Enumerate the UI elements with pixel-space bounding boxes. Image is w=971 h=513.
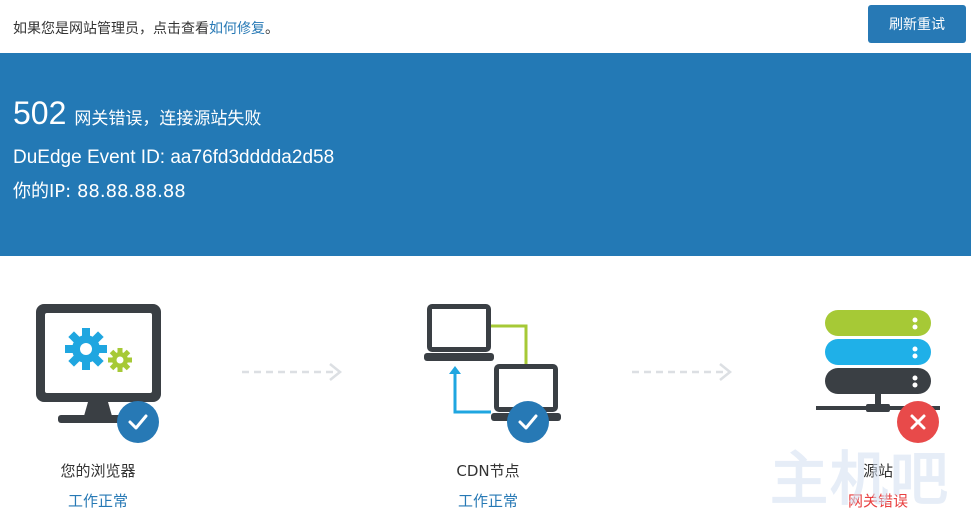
browser-status: 您的浏览器 工作正常 xyxy=(0,290,200,513)
error-title: 502 网关错误，连接源站失败 xyxy=(13,95,261,132)
how-to-fix-link[interactable]: 如何修复 xyxy=(209,21,265,37)
admin-notice: 如果您是网站管理员，点击查看如何修复。 xyxy=(13,18,279,38)
check-badge-icon xyxy=(117,401,159,443)
node-label: 源站 xyxy=(862,462,893,480)
cross-badge-icon xyxy=(897,401,939,443)
top-bar: 如果您是网站管理员，点击查看如何修复。 刷新重试 xyxy=(0,0,971,53)
dashed-arrow-icon xyxy=(242,363,343,381)
node-label: CDN节点 xyxy=(456,462,520,480)
error-code: 502 xyxy=(13,95,67,131)
node-status: 工作正常 xyxy=(457,492,518,510)
error-message: 网关错误，连接源站失败 xyxy=(74,109,262,129)
node-status: 工作正常 xyxy=(67,492,128,510)
cdn-status: CDN节点 工作正常 xyxy=(388,290,588,513)
event-id: DuEdge Event ID: aa76fd3dddda2d58 xyxy=(13,147,335,168)
error-banner: 502 网关错误，连接源站失败 DuEdge Event ID: aa76fd3d… xyxy=(0,53,971,256)
check-badge-icon xyxy=(507,401,549,443)
origin-status: 源站 网关错误 xyxy=(778,290,971,513)
client-ip: 你的IP: 88.88.88.88 xyxy=(13,181,186,202)
refresh-button[interactable]: 刷新重试 xyxy=(868,5,966,43)
cdn-network-icon xyxy=(388,290,588,443)
dashed-arrow-icon xyxy=(632,363,733,381)
server-stack-icon xyxy=(778,290,971,443)
notice-suffix: 。 xyxy=(265,21,279,37)
notice-text: 如果您是网站管理员，点击查看 xyxy=(13,21,209,37)
node-label: 您的浏览器 xyxy=(60,462,136,480)
node-status: 网关错误 xyxy=(847,492,908,510)
browser-monitor-icon xyxy=(0,290,200,443)
